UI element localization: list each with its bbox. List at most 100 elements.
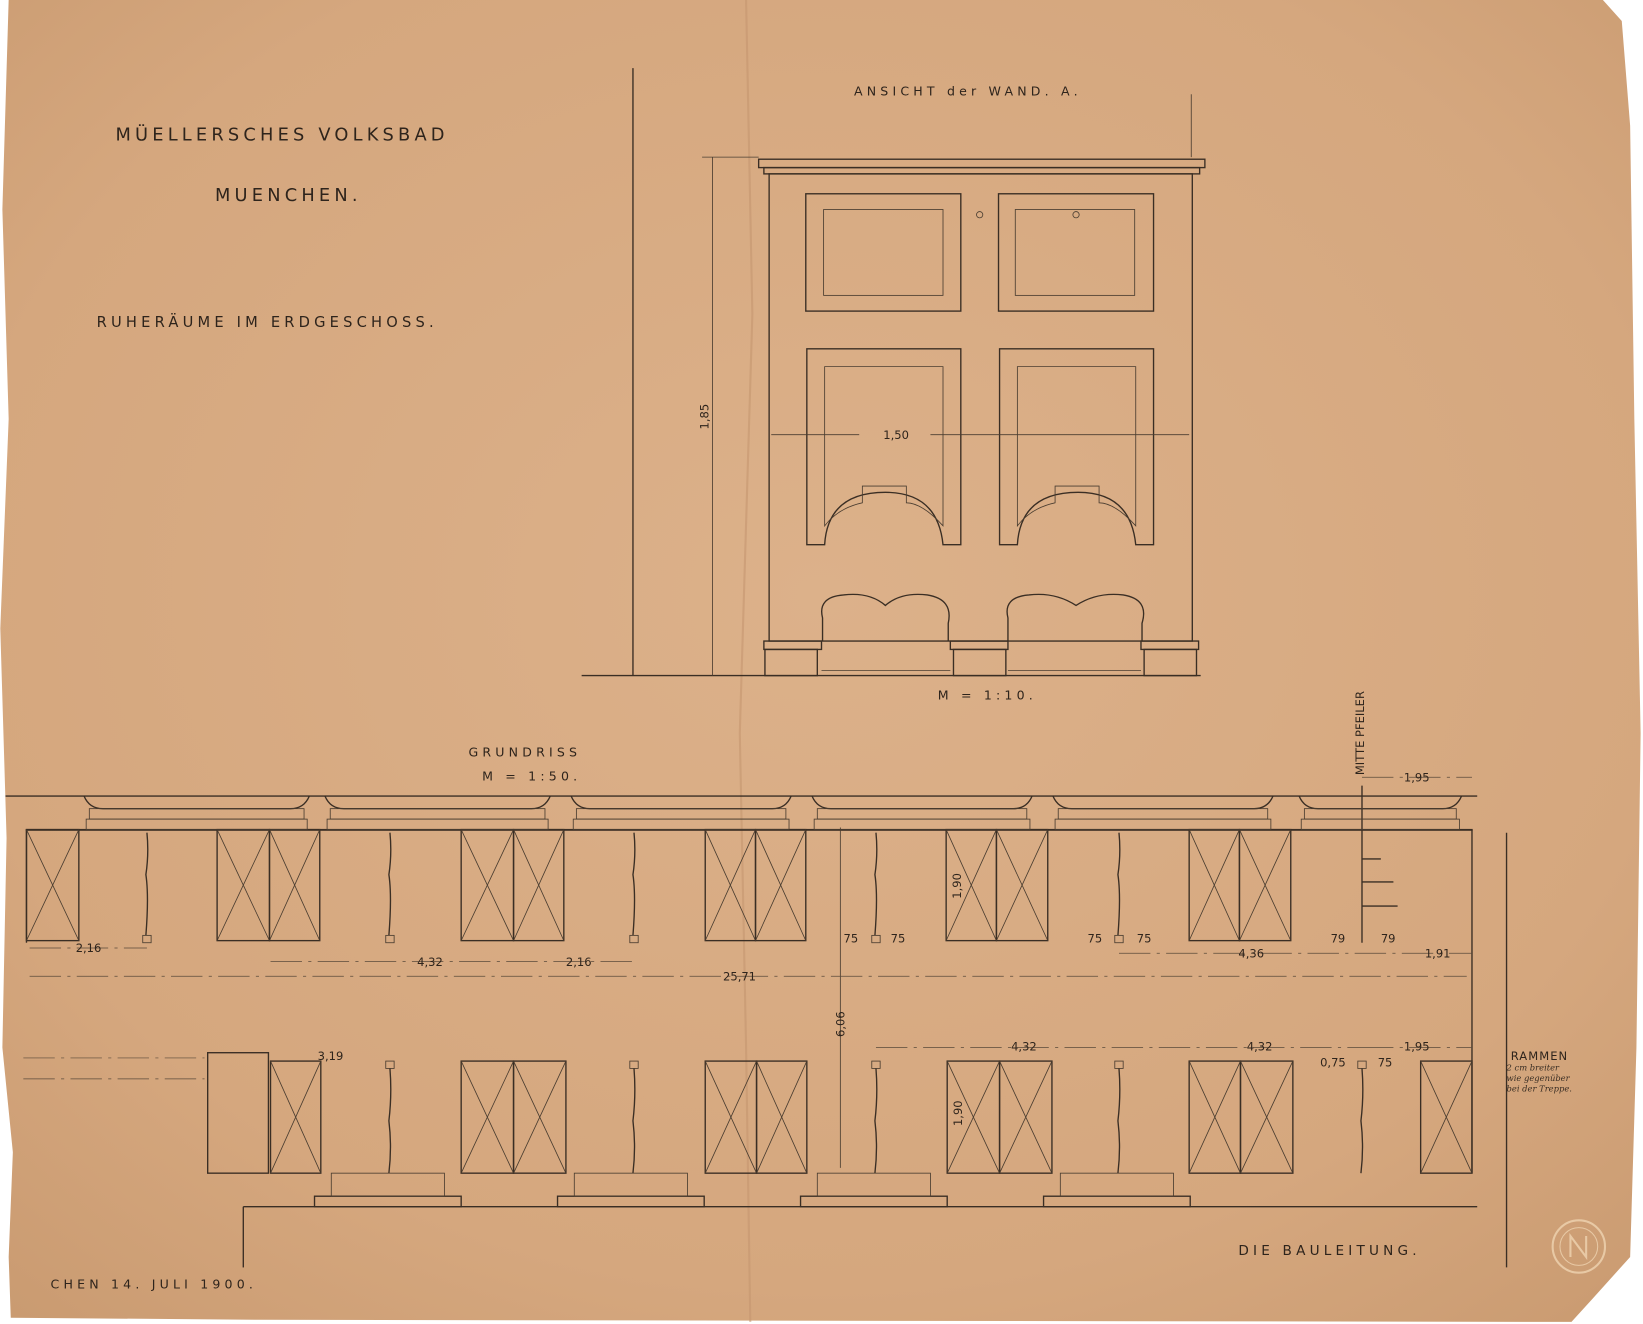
elevation-heading: ANSICHT der WAND. A.	[854, 83, 1082, 98]
partition-wall	[1117, 1068, 1121, 1174]
title-line2: MUENCHEN.	[215, 185, 362, 206]
bench-cross	[460, 1060, 514, 1174]
dim-75-c: 75	[1088, 932, 1103, 946]
post	[142, 934, 152, 944]
post	[629, 1060, 639, 1069]
bench-cross	[1240, 1060, 1294, 1174]
post	[1114, 1060, 1124, 1069]
dim-4-36: 4,36	[1238, 946, 1264, 960]
title-subtitle: RUHERÄUME IM ERDGESCHOSS.	[97, 313, 438, 331]
dim-75-lower: 75	[1378, 1055, 1393, 1069]
partition-wall	[1117, 832, 1121, 936]
post	[871, 1060, 881, 1069]
partition-wall	[388, 832, 392, 936]
post	[629, 934, 639, 944]
post	[385, 1060, 395, 1069]
dim-4-32-lower-a: 4,32	[1011, 1040, 1037, 1054]
dim-1-95-lower: 1,95	[1404, 1040, 1430, 1054]
elevation-height-dim: 1,85	[697, 404, 711, 430]
pilaster-plinth	[85, 818, 308, 831]
date: CHEN 14. JULI 1900.	[51, 1276, 258, 1291]
paper-fold	[738, 0, 754, 1322]
bench-cross	[945, 829, 997, 941]
bench-cross	[513, 1060, 567, 1174]
dim-4-32: 4,32	[417, 955, 443, 969]
bench-box	[1419, 1060, 1473, 1174]
bench-cross	[1420, 1060, 1473, 1174]
dim-2-16-b: 2,16	[566, 955, 592, 969]
dim-6-06: 6,06	[834, 1011, 848, 1037]
post	[1114, 934, 1124, 944]
pilaster-plinth	[326, 818, 549, 831]
title-line1: MÜELLERSCHES VOLKSBAD	[116, 123, 449, 145]
pilaster-plinth	[813, 818, 1031, 831]
bench-cross	[999, 1060, 1053, 1174]
dim-75-a: 75	[843, 932, 858, 946]
bench-cross	[704, 829, 756, 941]
partition-wall	[1360, 1068, 1364, 1174]
bench-box	[998, 1060, 1053, 1174]
elevation-wall-view	[581, 68, 1206, 677]
dim-1-91: 1,91	[1425, 946, 1451, 960]
plan-scale: M = 1:50.	[482, 768, 581, 783]
pilaster-base	[573, 1172, 688, 1197]
bench-cross	[755, 829, 807, 941]
bench-cross	[946, 1060, 1000, 1174]
post	[1357, 1060, 1367, 1069]
post	[385, 934, 395, 944]
dim-1-95-top: 1,95	[1404, 770, 1430, 784]
frame-note-line1: 2 cm breiter	[1506, 1063, 1561, 1073]
pilaster-plinth	[572, 818, 790, 831]
dim-1-90-lower: 1,90	[951, 1100, 965, 1126]
elevation-width-dim: 1,50	[883, 428, 909, 442]
dim-75-d: 75	[1137, 932, 1152, 946]
dim-79-a: 79	[1331, 932, 1346, 946]
bench-box	[269, 1060, 322, 1174]
dim-75-b: 75	[891, 932, 906, 946]
dim-1-90-upper: 1,90	[950, 873, 964, 899]
plan-heading: GRUNDRISS	[469, 744, 582, 759]
bench-box	[25, 828, 80, 942]
bench-cross	[513, 829, 565, 941]
pilaster-plinth	[1054, 818, 1272, 831]
frame-note-line2: wie gegenüber	[1507, 1073, 1571, 1083]
pilaster-base	[816, 1172, 931, 1197]
pilaster-base	[330, 1172, 445, 1197]
embossed-seal-icon	[1551, 1219, 1607, 1274]
pilaster-base	[1059, 1172, 1174, 1197]
bench-cross	[270, 1060, 322, 1174]
bench-cross	[1239, 829, 1292, 941]
dim-2-16-a: 2,16	[76, 941, 102, 955]
bench-cross	[216, 829, 270, 941]
bench-cross	[460, 829, 514, 941]
bench-cross	[756, 1060, 808, 1174]
signature: DIE BAULEITUNG.	[1238, 1243, 1420, 1259]
dim-79-b: 79	[1381, 932, 1396, 946]
bench-box	[512, 1060, 567, 1174]
partition-wall	[632, 832, 636, 936]
floor-plan	[5, 776, 1508, 1268]
pillar-note: MITTE PFEILER	[1353, 691, 1367, 775]
pilaster-plinth	[1300, 818, 1460, 831]
dim-total-25-71: 25,71	[723, 969, 756, 983]
partition-wall	[145, 832, 149, 936]
bench-cross	[996, 829, 1049, 941]
dim-4-32-lower-b: 4,32	[1247, 1040, 1273, 1054]
bench-cross	[269, 829, 321, 941]
partition-wall	[388, 1068, 392, 1174]
partition-wall	[874, 1068, 878, 1174]
dim-0-75: 0,75	[1320, 1055, 1346, 1069]
partition-wall	[632, 1068, 636, 1174]
bench-box	[755, 1060, 808, 1174]
bench-cross	[26, 829, 80, 941]
frame-note-line3: bei der Treppe.	[1507, 1083, 1572, 1093]
bench-box	[1239, 1060, 1294, 1174]
bench-cross	[1188, 829, 1240, 941]
dim-small: 3,19	[318, 1049, 344, 1063]
bench-cross	[704, 1060, 757, 1174]
frame-note-label: RAMMEN	[1511, 1049, 1568, 1063]
partition-wall	[874, 832, 878, 936]
post	[871, 934, 881, 944]
